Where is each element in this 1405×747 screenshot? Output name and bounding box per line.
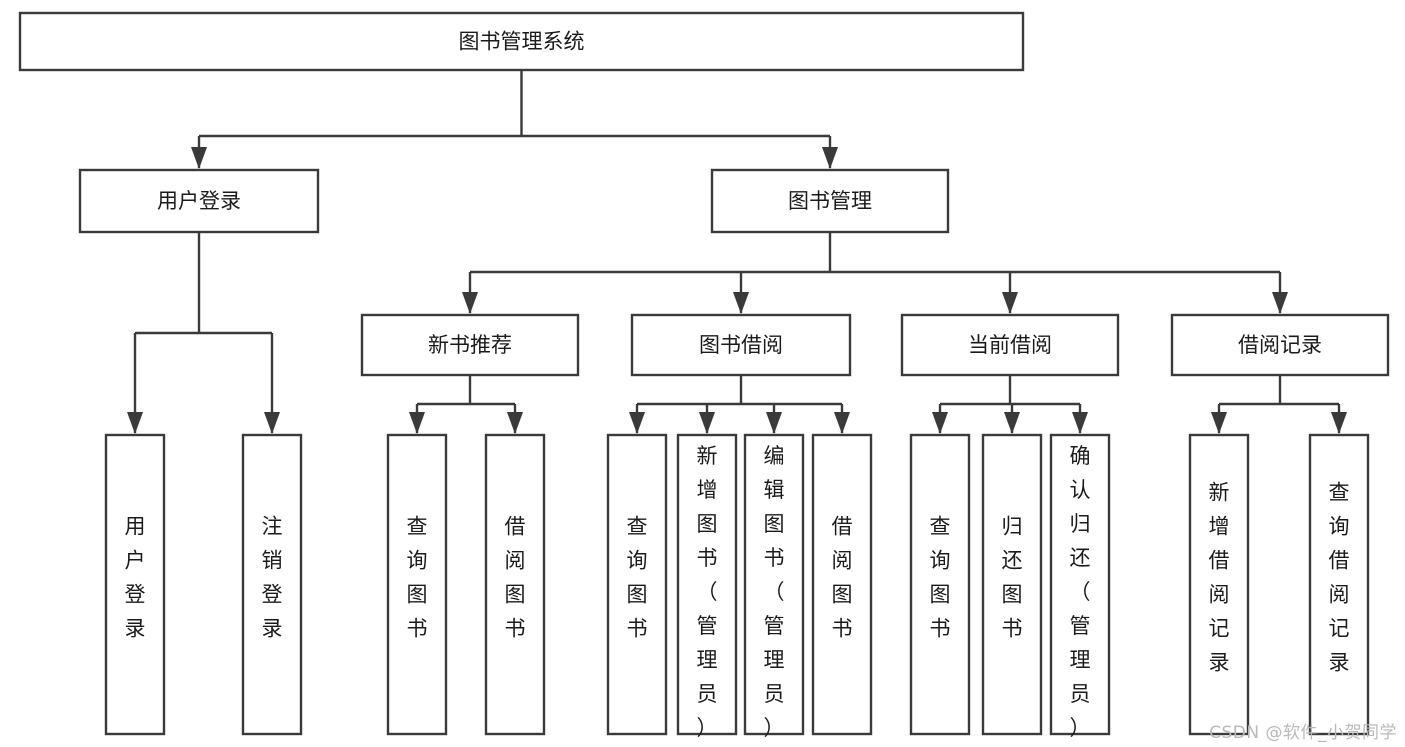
node-label: 新书推荐	[428, 333, 512, 357]
csdn-watermark: CSDN @软件_小贺同学	[1209, 723, 1397, 743]
arrow-head-icon	[1272, 292, 1288, 314]
node-label: 图书借阅	[699, 333, 783, 357]
node-leaf-12[interactable]: 查询借阅记录	[1308, 433, 1370, 736]
node-leaf-11[interactable]: 新增借阅记录	[1188, 433, 1250, 736]
arrow-head-icon	[191, 147, 207, 169]
connector-layer	[127, 70, 1347, 434]
node-leaf-7[interactable]: 借阅图书	[811, 433, 873, 736]
node-leaf-5[interactable]: 新增图书（管理员）	[676, 433, 738, 740]
node-box	[1188, 433, 1250, 736]
node-root-图书管理系统[interactable]: 图书管理系统	[18, 11, 1025, 72]
node-box	[241, 433, 303, 736]
node-label: 查询图书	[627, 515, 648, 641]
arrow-head-icon	[1331, 412, 1347, 434]
node-label: 图书管理系统	[459, 30, 585, 54]
node-level2-1[interactable]: 图书管理	[710, 168, 950, 234]
node-label: 当前借阅	[968, 333, 1052, 357]
node-label: 确认归还（管理员）	[1070, 444, 1091, 740]
node-leaf-6[interactable]: 编辑图书（管理员）	[743, 433, 805, 740]
arrow-head-icon	[932, 412, 948, 434]
node-leaf-9[interactable]: 归还图书	[981, 433, 1043, 736]
node-label: 新增借阅记录	[1209, 481, 1230, 675]
node-label: 用户登录	[125, 515, 146, 641]
node-box	[1170, 313, 1390, 377]
node-leaf-1[interactable]: 注销登录	[241, 433, 303, 736]
node-label: 用户登录	[157, 189, 241, 213]
arrow-head-icon	[1004, 412, 1020, 434]
arrow-head-icon	[822, 147, 838, 169]
node-box	[606, 433, 668, 736]
node-box	[386, 433, 448, 736]
node-box	[18, 11, 1025, 72]
node-box	[484, 433, 546, 736]
node-leaf-8[interactable]: 查询图书	[909, 433, 971, 736]
node-box	[981, 433, 1043, 736]
arrow-head-icon	[1211, 412, 1227, 434]
node-box	[78, 168, 320, 234]
node-label: 注销登录	[262, 515, 283, 641]
node-level3-2[interactable]: 当前借阅	[900, 313, 1120, 377]
arrow-head-icon	[1072, 412, 1088, 434]
arrow-head-icon	[462, 292, 478, 314]
node-box	[360, 313, 580, 377]
arrow-head-icon	[264, 412, 280, 434]
node-leaf-0[interactable]: 用户登录	[104, 433, 166, 736]
node-label: 借阅记录	[1238, 333, 1322, 357]
node-label: 新增图书（管理员）	[697, 444, 718, 740]
node-box	[104, 433, 166, 736]
node-layer: 图书管理系统用户登录图书管理新书推荐图书借阅当前借阅借阅记录用户登录注销登录查询…	[18, 11, 1390, 740]
node-level3-3[interactable]: 借阅记录	[1170, 313, 1390, 377]
node-label: 归还图书	[1002, 515, 1023, 641]
node-level2-0[interactable]: 用户登录	[78, 168, 320, 234]
arrow-head-icon	[409, 412, 425, 434]
arrow-head-icon	[507, 412, 523, 434]
node-label: 借阅图书	[505, 515, 526, 641]
arrow-head-icon	[834, 412, 850, 434]
arrow-head-icon	[699, 412, 715, 434]
node-label: 图书管理	[788, 189, 872, 213]
node-label: 查询借阅记录	[1329, 481, 1350, 675]
arrow-head-icon	[733, 292, 749, 314]
node-leaf-2[interactable]: 查询图书	[386, 433, 448, 736]
node-label: 查询图书	[407, 515, 428, 641]
node-label: 编辑图书（管理员）	[764, 444, 785, 740]
arrow-head-icon	[1002, 292, 1018, 314]
node-box	[900, 313, 1120, 377]
node-box	[909, 433, 971, 736]
node-label: 借阅图书	[832, 515, 853, 641]
node-leaf-4[interactable]: 查询图书	[606, 433, 668, 736]
arrow-head-icon	[127, 412, 143, 434]
node-label: 查询图书	[930, 515, 951, 641]
node-box	[1308, 433, 1370, 736]
node-level3-1[interactable]: 图书借阅	[630, 313, 852, 377]
node-box	[743, 433, 805, 736]
node-box	[710, 168, 950, 234]
arrow-head-icon	[629, 412, 645, 434]
node-level3-0[interactable]: 新书推荐	[360, 313, 580, 377]
arrow-head-icon	[766, 412, 782, 434]
node-leaf-3[interactable]: 借阅图书	[484, 433, 546, 736]
node-box	[630, 313, 852, 377]
node-box	[1049, 433, 1111, 736]
node-box	[676, 433, 738, 736]
node-box	[811, 433, 873, 736]
node-leaf-10[interactable]: 确认归还（管理员）	[1049, 433, 1111, 740]
